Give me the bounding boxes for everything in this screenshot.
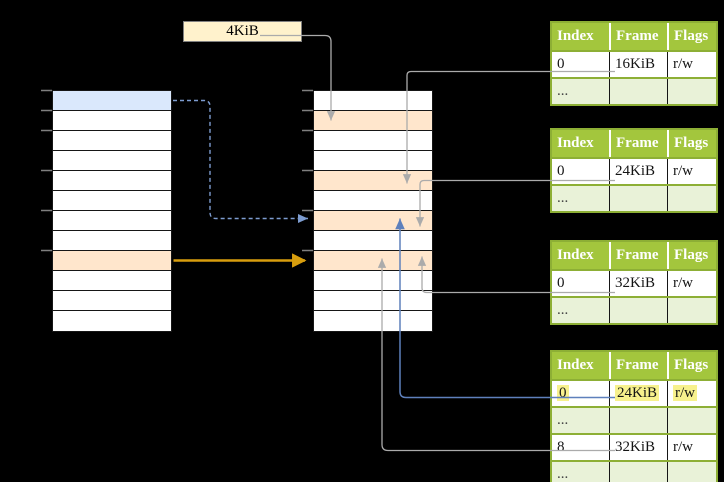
column-header-flags: Flags (667, 130, 716, 157)
l2-entry-row-2 (314, 131, 432, 151)
highlighted-value: 0 (557, 385, 569, 401)
l2-entry-row-8 (314, 251, 432, 271)
virtual-address-column (52, 90, 172, 332)
highlighted-value: r/w (673, 385, 697, 401)
frame-table-mixed-row-1: ... (552, 406, 716, 433)
column-header-index: Index (552, 130, 609, 157)
table-cell (667, 408, 716, 433)
l2-entry-row-0 (314, 91, 432, 111)
column-header-frame: Frame (609, 352, 667, 379)
virtual-page-row-3 (53, 151, 171, 171)
table-cell (667, 79, 716, 104)
column-header-index: Index (552, 23, 609, 50)
column-header-flags: Flags (667, 23, 716, 50)
column-header-index: Index (552, 242, 609, 269)
column-header-flags: Flags (667, 242, 716, 269)
table-cell: 0 (552, 271, 609, 296)
table-cell (609, 79, 667, 104)
table-cell (667, 186, 716, 211)
virtual-page-row-11 (53, 311, 171, 331)
table-cell: ... (552, 186, 609, 211)
l2-entry-row-6 (314, 211, 432, 231)
column-header-frame: Frame (609, 23, 667, 50)
table-cell: ... (552, 408, 609, 433)
virtual-page-row-7 (53, 231, 171, 251)
l2-entry-row-9 (314, 271, 432, 291)
table-cell: 32KiB (609, 271, 667, 296)
table-cell (667, 462, 716, 482)
virtual-page-row-4 (53, 171, 171, 191)
virtual-page-row-5 (53, 191, 171, 211)
frame-table-mixed-row-0: 0 24KiB r/w (552, 379, 716, 406)
second-level-column (313, 90, 433, 332)
column-header-index: Index (552, 352, 609, 379)
virtual-page-row-1 (53, 111, 171, 131)
table-cell: 16KiB (609, 52, 667, 77)
table-cell: ... (552, 298, 609, 323)
table-cell: 24KiB (609, 159, 667, 184)
virtual-page-row-6 (53, 211, 171, 231)
virtual-page-row-10 (53, 291, 171, 311)
virtual-page-row-0 (53, 91, 171, 111)
l2-entry-row-4 (314, 171, 432, 191)
table-cell: 0 (552, 381, 609, 406)
table-cell: 0 (552, 52, 609, 77)
frame-table-32kib-row-1: ... (552, 296, 716, 323)
table-cell: r/w (667, 435, 716, 460)
arrow-blue-dashed-vpage-to-l2-row6 (173, 99, 308, 223)
table-cell: r/w (667, 381, 716, 406)
table-cell: 24KiB (609, 381, 667, 406)
table-cell: 8 (552, 435, 609, 460)
table-cell: ... (552, 462, 609, 482)
frame-table-24kib-row-1: ... (552, 184, 716, 211)
table-cell: r/w (667, 159, 716, 184)
table-cell: 0 (552, 159, 609, 184)
table-cell (609, 462, 667, 482)
l2-entry-row-10 (314, 291, 432, 311)
column-header-flags: Flags (667, 352, 716, 379)
middle-column-ticks (302, 89, 313, 252)
table-cell: r/w (667, 52, 716, 77)
l2-entry-row-3 (314, 151, 432, 171)
column-header-frame: Frame (609, 130, 667, 157)
l2-entry-row-1 (314, 111, 432, 131)
column-header-frame: Frame (609, 242, 667, 269)
l2-entry-row-7 (314, 231, 432, 251)
table-cell: ... (552, 79, 609, 104)
table-cell (667, 298, 716, 323)
table-cell (609, 408, 667, 433)
left-column-ticks (41, 89, 52, 252)
frame-table-mixed-row-3: ... (552, 460, 716, 482)
page-size-label: 4KiB (226, 23, 259, 39)
table-cell (609, 186, 667, 211)
virtual-page-row-2 (53, 131, 171, 151)
table-cell (609, 298, 667, 323)
table-cell: 32KiB (609, 435, 667, 460)
l2-entry-row-5 (314, 191, 432, 211)
table-cell: r/w (667, 271, 716, 296)
page-size-label-box: 4KiB (183, 21, 302, 42)
virtual-page-row-8 (53, 251, 171, 271)
l2-entry-row-11 (314, 311, 432, 331)
virtual-page-row-9 (53, 271, 171, 291)
highlighted-value: 24KiB (615, 385, 660, 401)
frame-table-16kib-row-1: ... (552, 77, 716, 104)
